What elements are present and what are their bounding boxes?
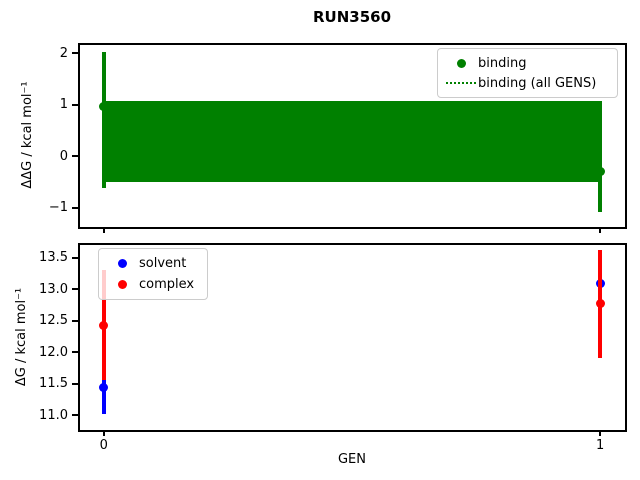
x-axis-label: GEN xyxy=(337,452,366,467)
y-tick-label: −1 xyxy=(48,200,68,216)
x-tick-mark xyxy=(102,430,105,436)
top-legend: binding binding (all GENS) xyxy=(437,48,618,98)
y-tick-mark xyxy=(72,103,79,106)
y-tick-mark xyxy=(72,288,79,291)
solvent-point xyxy=(99,382,109,392)
y-tick-mark xyxy=(72,206,79,209)
binding-all-gens-dotted-line-icon xyxy=(446,82,476,84)
complex-dot-icon xyxy=(117,280,127,289)
y-tick-label: 1 xyxy=(59,97,68,113)
y-tick-label: 12.5 xyxy=(39,313,68,329)
y-tick-label: 13.0 xyxy=(39,281,68,297)
x-tick-label: 1 xyxy=(596,438,605,453)
top-y-axis-label: ΔΔG / kcal mol⁻¹ xyxy=(20,81,35,189)
legend-row-binding-all-gens: binding (all GENS) xyxy=(444,73,611,93)
bottom-y-axis-label: ΔG / kcal mol⁻¹ xyxy=(14,287,29,387)
y-tick-mark xyxy=(72,351,79,354)
complex-point xyxy=(99,320,109,330)
legend-row-binding: binding xyxy=(444,53,611,73)
x-tick-mark xyxy=(102,227,105,233)
y-tick-mark xyxy=(72,52,79,55)
legend-row-solvent: solvent xyxy=(105,253,201,274)
y-tick-label: 11.5 xyxy=(39,376,68,392)
y-tick-mark xyxy=(72,319,79,322)
complex-point xyxy=(595,299,605,309)
x-tick-mark xyxy=(599,430,602,436)
legend-label-binding: binding xyxy=(478,55,527,71)
y-tick-label: 11.0 xyxy=(39,407,68,423)
y-tick-label: 0 xyxy=(59,148,68,164)
y-tick-label: 13.5 xyxy=(39,250,68,266)
y-tick-label: 2 xyxy=(59,45,68,61)
legend-label-solvent: solvent xyxy=(139,256,187,271)
y-tick-mark xyxy=(72,382,79,385)
y-tick-mark xyxy=(72,414,79,417)
binding-dot-icon xyxy=(456,58,466,68)
all-gens-band xyxy=(103,100,602,183)
y-tick-label: 12.0 xyxy=(39,344,68,360)
y-tick-mark xyxy=(72,155,79,158)
bottom-legend: solvent complex xyxy=(98,248,208,300)
legend-label-complex: complex xyxy=(139,277,195,292)
y-tick-mark xyxy=(72,256,79,259)
solvent-dot-icon xyxy=(117,259,127,268)
legend-row-complex: complex xyxy=(105,274,201,295)
x-tick-label: 0 xyxy=(99,438,108,453)
figure-title: RUN3560 xyxy=(312,8,392,26)
x-tick-mark xyxy=(599,227,602,233)
legend-label-binding-all-gens: binding (all GENS) xyxy=(478,75,597,91)
